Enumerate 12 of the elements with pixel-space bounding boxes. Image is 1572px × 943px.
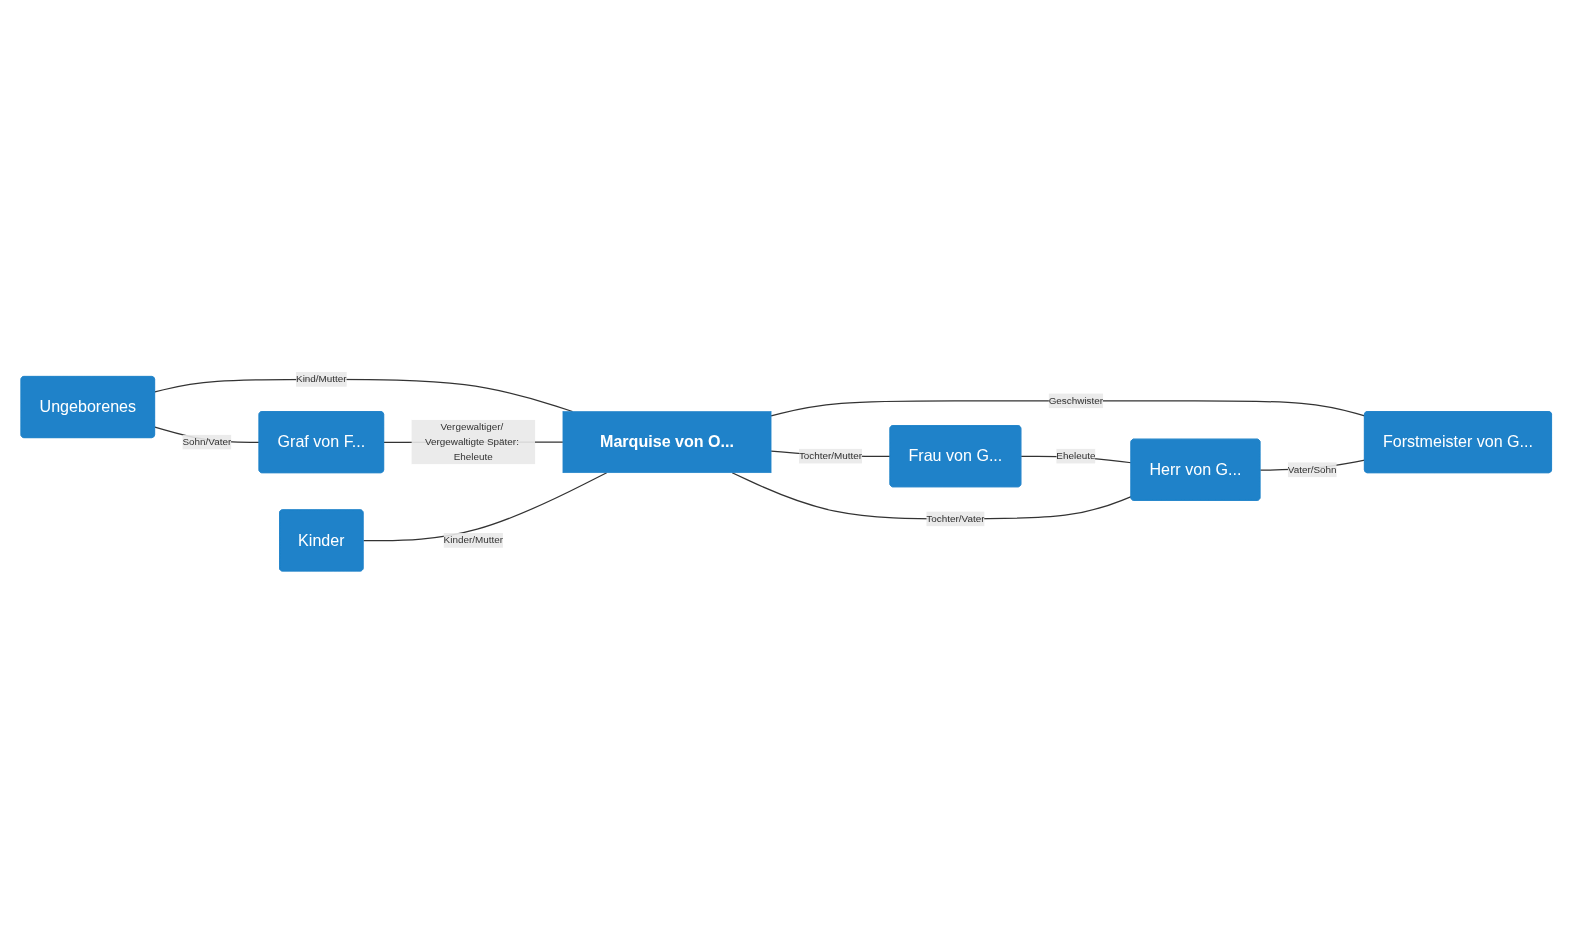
connector [770, 400, 1366, 417]
connector [362, 472, 608, 542]
edge-label: Eheleute [1056, 450, 1096, 462]
edge-label: Tochter/Mutter [798, 450, 862, 462]
edge-label: Vater/Sohn [1287, 464, 1337, 475]
edge-label: Tochter/Vater [926, 513, 985, 524]
node-box: Marquise von O... [562, 411, 772, 474]
edge-label: Geschwister [1048, 395, 1103, 406]
edge-label: Sohn/Vater [182, 436, 231, 448]
edge-label: Kind/Mutter [295, 373, 347, 385]
edge-label: Vergewaltiger/ Vergewaltigte Später: Eheleute [424, 421, 519, 462]
edge-label: Kinder/Mutter [443, 534, 503, 546]
